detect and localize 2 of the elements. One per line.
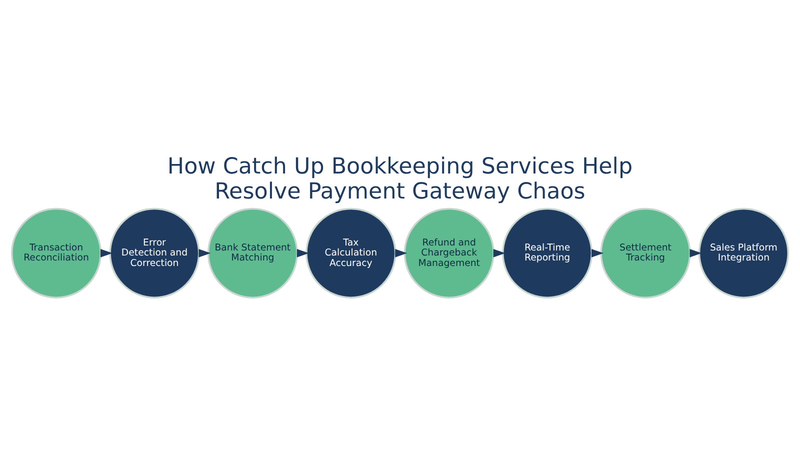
diagram-title: How Catch Up Bookkeeping Services Help Resolve Payment Gateway Chaos — [167, 154, 633, 204]
node-circle: Sales Platform Integration — [698, 208, 789, 298]
